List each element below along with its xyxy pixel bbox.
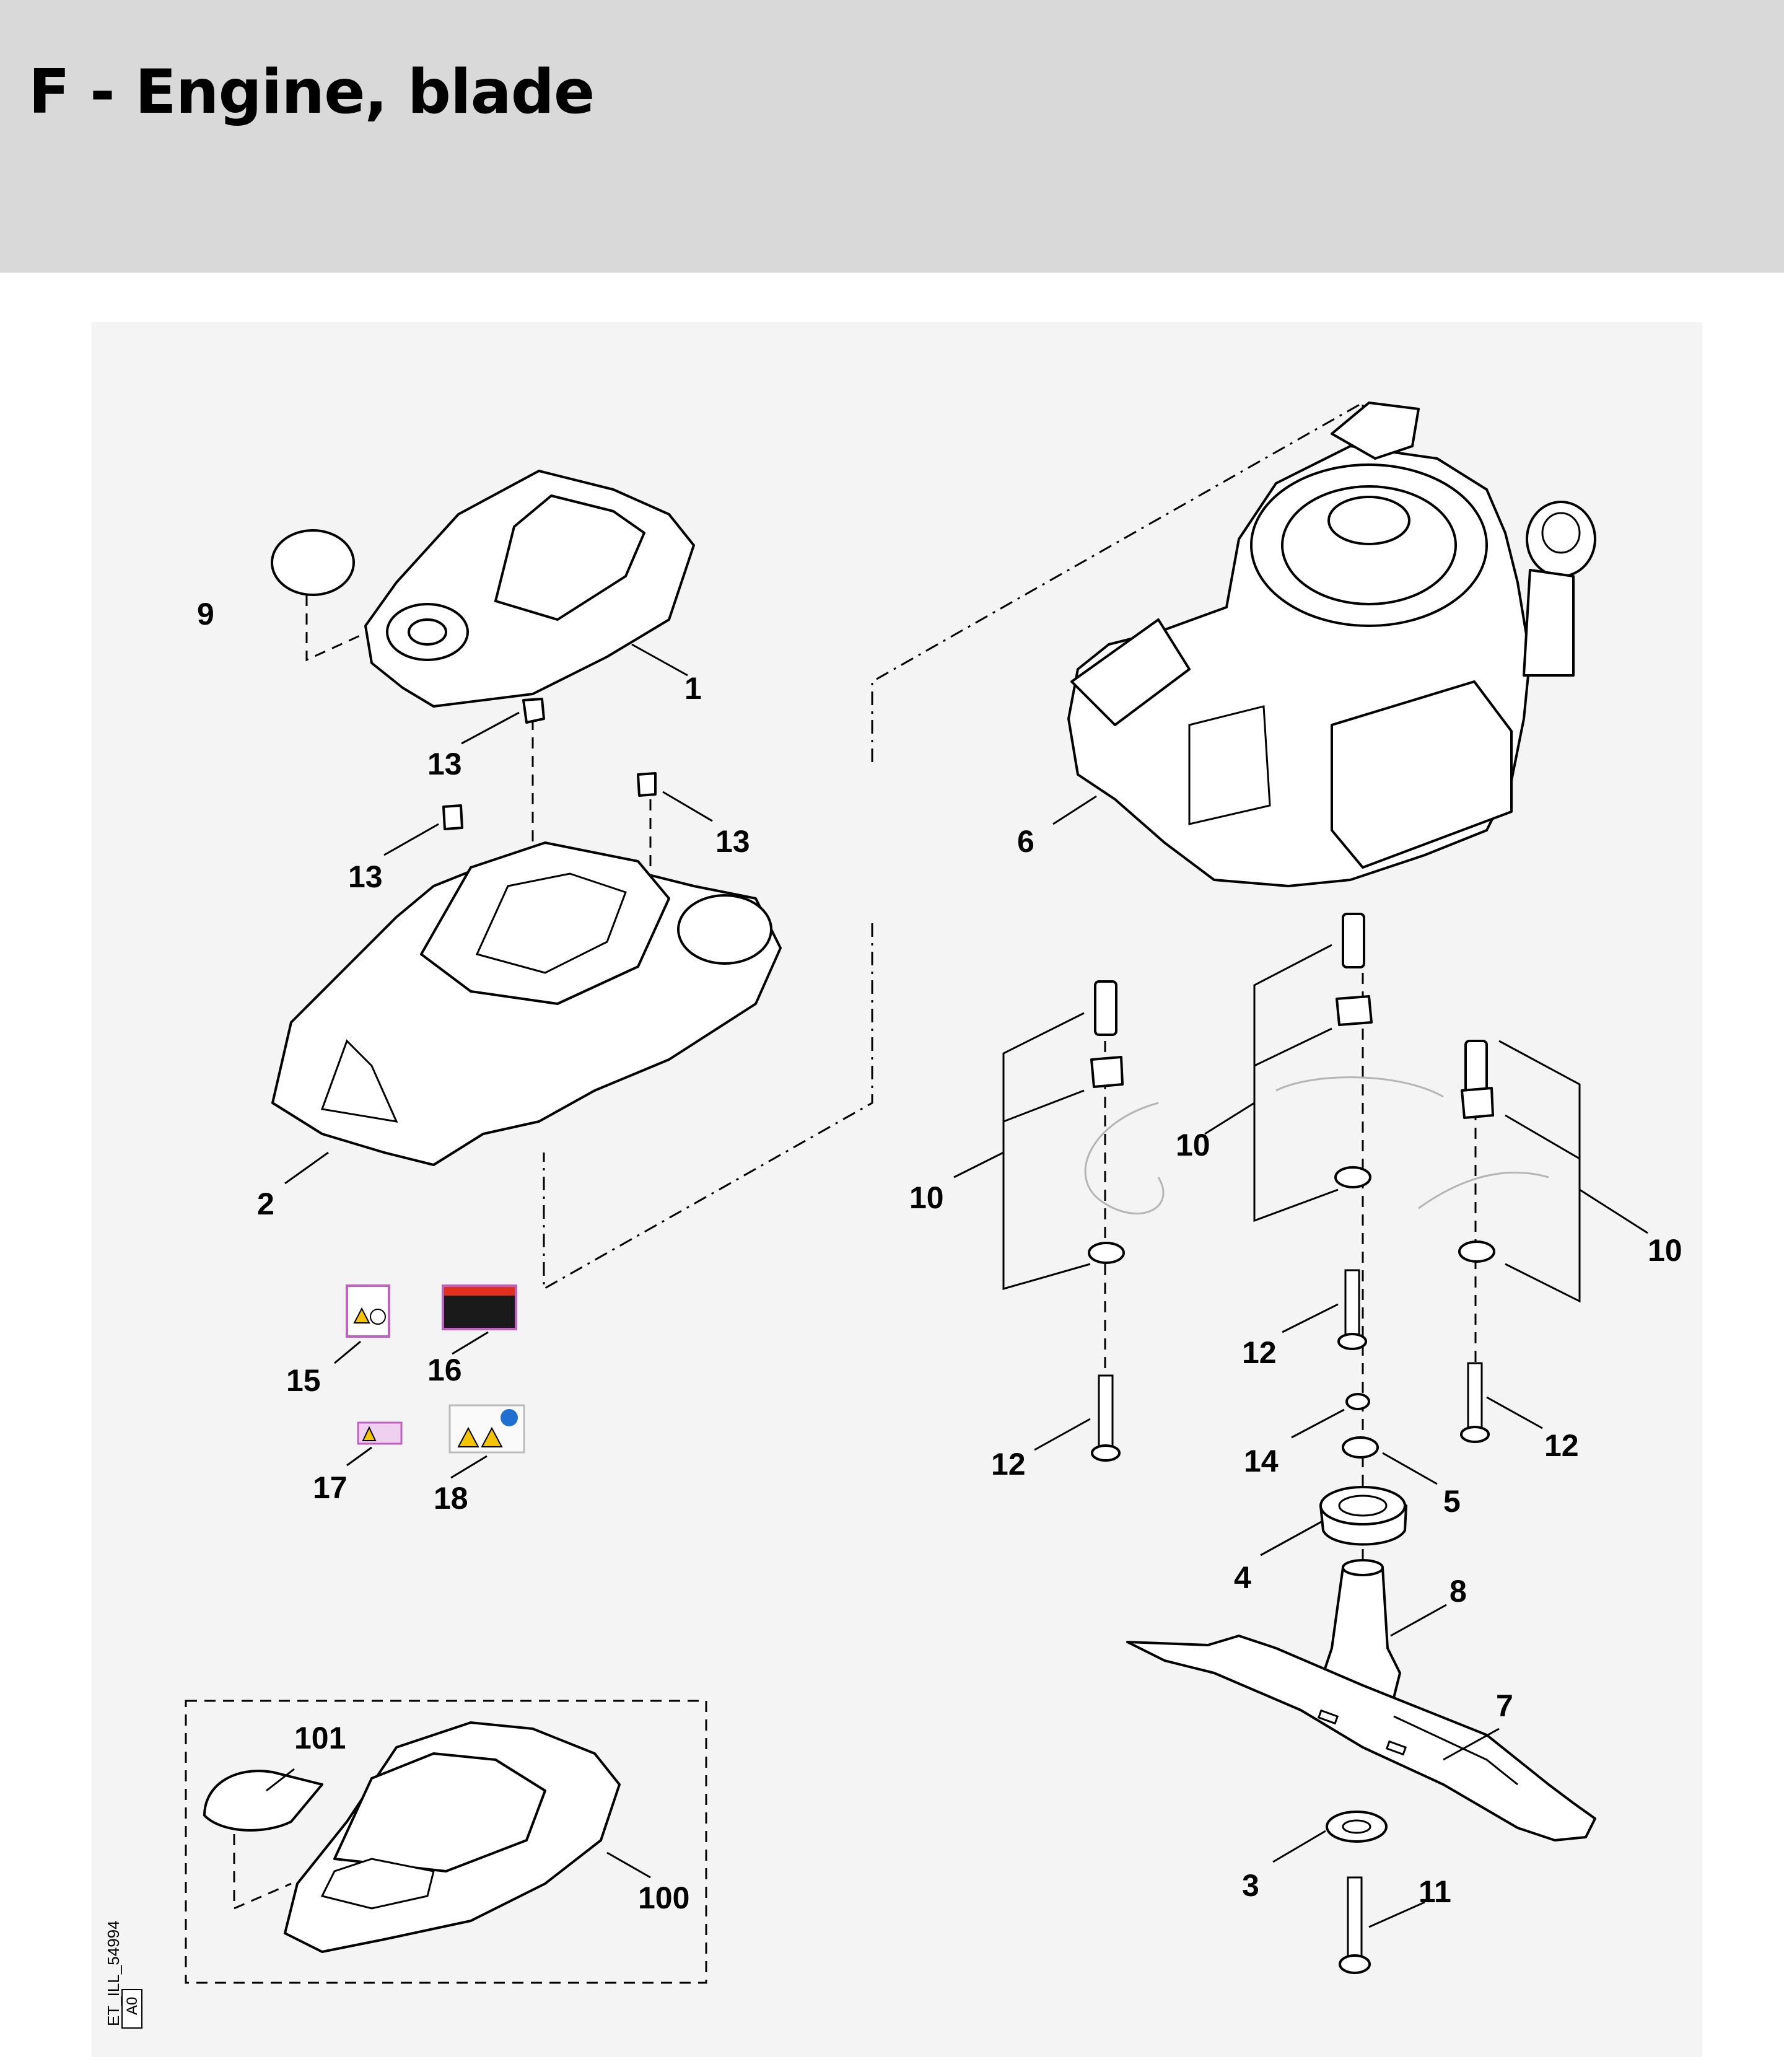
part-1-top-cover [364, 470, 695, 708]
callout-13-left: 13 [348, 859, 383, 894]
part-5-washer [1342, 1436, 1438, 1485]
part-15-decal [334, 1284, 390, 1364]
callout-9: 9 [197, 597, 214, 631]
callout-6: 6 [1017, 824, 1034, 859]
revision-box: A0 [121, 1989, 142, 2029]
part-17-decal [346, 1421, 403, 1467]
callout-13-right: 13 [715, 824, 750, 859]
part-7-blade [1126, 1635, 1596, 1842]
callout-15: 15 [286, 1363, 321, 1398]
callout-14: 14 [1244, 1444, 1279, 1478]
callout-16: 16 [427, 1353, 462, 1387]
part-18-decal [448, 1404, 525, 1479]
part-2-engine-shroud [271, 841, 782, 1185]
callout-101: 101 [294, 1721, 346, 1755]
callout-5: 5 [1443, 1484, 1461, 1519]
callout-4: 4 [1234, 1560, 1251, 1595]
callout-11: 11 [1419, 1874, 1451, 1909]
callout-17: 17 [313, 1470, 348, 1505]
callout-12-center: 12 [1242, 1335, 1277, 1370]
callout-10-left: 10 [909, 1180, 944, 1215]
callout-12-left: 12 [991, 1447, 1026, 1482]
callout-18: 18 [434, 1481, 468, 1516]
alternative-cover-kit [185, 1700, 707, 1984]
revision-label: A0 [124, 1996, 141, 2015]
part-10-mount-right [1418, 1040, 1648, 1303]
part-9-cap [271, 529, 355, 596]
part-11-bolt [1339, 1876, 1425, 1974]
callout-13-top: 13 [427, 747, 462, 781]
illustration-reference-code: ET_ILL_54994 [104, 1920, 123, 2026]
callout-10-right: 10 [1648, 1233, 1682, 1268]
part-10-mount-center [1204, 913, 1444, 1223]
part-12-screws [1034, 1269, 1543, 1462]
callout-10-center: 10 [1176, 1128, 1210, 1162]
callout-8: 8 [1450, 1574, 1467, 1609]
callout-100: 100 [638, 1881, 689, 1915]
page-title: F - Engine, blade [28, 57, 595, 128]
callout-3: 3 [1242, 1868, 1259, 1903]
part-14-ring [1291, 1393, 1370, 1439]
part-6-engine [1052, 402, 1596, 887]
part-4-hub [1260, 1486, 1407, 1556]
part-16-decal [442, 1284, 517, 1355]
page-header: F - Engine, blade [0, 0, 1784, 273]
callout-1: 1 [684, 671, 702, 706]
callout-2: 2 [257, 1187, 274, 1221]
part-13-nuts [383, 698, 713, 856]
callout-12-right: 12 [1544, 1428, 1579, 1463]
part-3-lock-washer [1272, 1811, 1388, 1863]
callout-7: 7 [1496, 1688, 1513, 1723]
part-10-mount-left [953, 980, 1165, 1290]
callout-labels: 1 2 3 4 5 6 7 8 9 10 10 10 11 12 12 12 1… [197, 597, 1682, 1915]
